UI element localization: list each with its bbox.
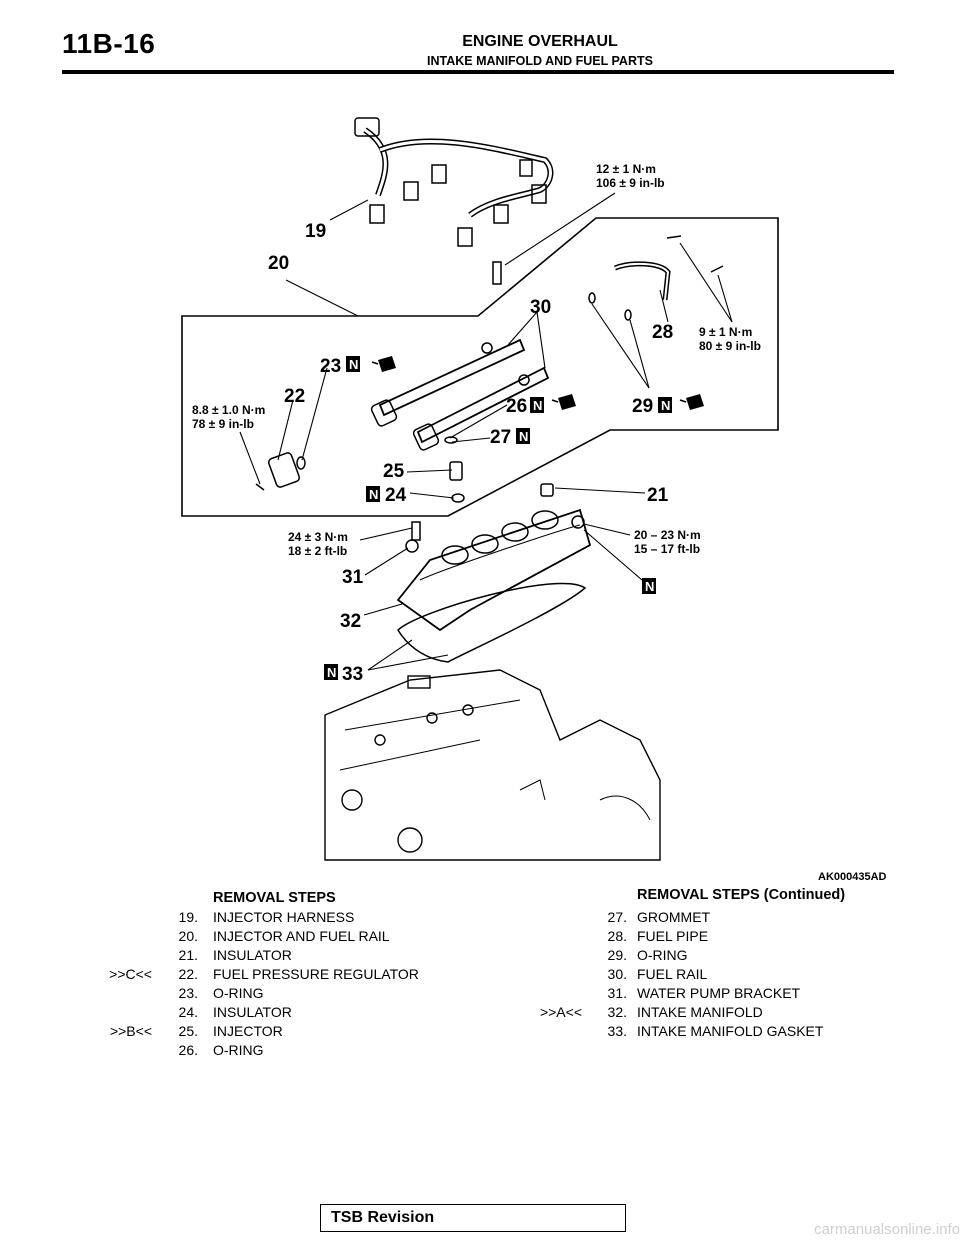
harness-bolt [492, 261, 502, 285]
n-mark-33: N [327, 665, 336, 680]
torque-78inlb: 78 ± 9 in-lb [192, 417, 254, 431]
torque-18ftlb: 18 ± 2 ft-lb [288, 544, 347, 558]
step-number: 29. [607, 947, 627, 963]
gasket-drawing [397, 582, 587, 663]
step-number: 30. [607, 966, 627, 982]
callout-20: 20 [268, 253, 289, 274]
callout-23: 23 [320, 356, 341, 377]
step-number: 33. [607, 1023, 627, 1039]
callout-32: 32 [340, 611, 361, 632]
step-name: INJECTOR AND FUEL RAIL [213, 928, 390, 944]
n-mark-26: N [533, 398, 542, 413]
step-number: 26. [178, 1042, 198, 1058]
torque-15-17ftlb: 15 – 17 ft-lb [634, 542, 700, 556]
step-number: 23. [178, 985, 198, 1001]
step-name: INTAKE MANIFOLD [637, 1004, 763, 1020]
removal-steps-continued-heading: REMOVAL STEPS (Continued) [637, 887, 846, 903]
tsb-revision-label: TSB Revision [331, 1209, 435, 1226]
step-number: 21. [178, 947, 198, 963]
callout-33: 33 [342, 664, 363, 685]
callout-26: 26 [506, 396, 527, 417]
exploded-view-diagram: N N N N N N N 19 20 30 28 23 22 26 29 27… [181, 117, 887, 883]
step-name: INSULATOR [213, 947, 292, 963]
step-number: 25. [178, 1023, 198, 1039]
section-subtitle: INTAKE MANIFOLD AND FUEL PARTS [427, 54, 653, 68]
torque-12nm: 12 ± 1 N·m [596, 162, 656, 176]
callout-31: 31 [342, 567, 364, 588]
new-part-marks: N N N N N N N [324, 356, 672, 680]
step-name: INSULATOR [213, 1004, 292, 1020]
step-number: 20. [178, 928, 198, 944]
step-name: WATER PUMP BRACKET [637, 985, 801, 1001]
assembly-boundary [181, 217, 779, 517]
watermark: carmanualsonline.info [814, 1221, 960, 1238]
step-name: O-RING [637, 947, 688, 963]
torque-8-8nm: 8.8 ± 1.0 N·m [192, 403, 265, 417]
callout-25: 25 [383, 461, 405, 482]
oil-can-icon [371, 356, 704, 410]
header-rule [62, 70, 894, 74]
step-name: INJECTOR HARNESS [213, 909, 355, 925]
step-name: O-RING [213, 1042, 264, 1058]
step-name: FUEL RAIL [637, 966, 708, 982]
n-mark-27: N [519, 429, 528, 444]
torque-9nm: 9 ± 1 N·m [699, 325, 752, 339]
callout-19: 19 [305, 221, 326, 242]
tsb-revision-box: TSB Revision [320, 1204, 626, 1232]
fuel-rail-drawing [370, 338, 550, 451]
step-number: 28. [607, 928, 627, 944]
callout-28: 28 [652, 322, 673, 343]
intake-manifold-drawing [396, 508, 592, 632]
removal-steps-heading: REMOVAL STEPS [213, 890, 336, 906]
step-reference: >>A<< [539, 1004, 582, 1020]
callout-24: 24 [385, 485, 407, 506]
n-mark-23: N [349, 357, 358, 372]
torque-80inlb: 80 ± 9 in-lb [699, 339, 761, 353]
step-reference: >>C<< [109, 966, 152, 982]
step-name: INJECTOR [213, 1023, 283, 1039]
regulator-drawing [267, 452, 301, 488]
torque-24nm: 24 ± 3 N·m [288, 530, 348, 544]
step-number: 19. [178, 909, 198, 925]
n-mark-29: N [661, 398, 670, 413]
leader-lines [239, 192, 733, 671]
torque-specs: 12 ± 1 N·m 106 ± 9 in-lb 9 ± 1 N·m 80 ± … [192, 162, 761, 558]
engine-block-drawing [324, 669, 661, 861]
step-number: 24. [178, 1004, 198, 1020]
callout-29: 29 [632, 396, 653, 417]
injector-drawing [449, 461, 463, 481]
callouts: 19 20 30 28 23 22 26 29 27 25 24 21 31 3… [268, 221, 673, 685]
step-number: 31. [607, 985, 627, 1001]
step-name: FUEL PIPE [637, 928, 709, 944]
n-mark-24: N [369, 487, 378, 502]
step-reference: >>B<< [109, 1023, 152, 1039]
step-number: 27. [607, 909, 627, 925]
injector-harness-drawing [354, 117, 554, 247]
callout-27: 27 [490, 427, 511, 448]
step-number: 22. [178, 966, 198, 982]
callout-22: 22 [284, 386, 305, 407]
step-name: O-RING [213, 985, 264, 1001]
page-number: 11B-16 [62, 28, 156, 59]
fuel-pipe-drawing [614, 261, 671, 301]
figure-id: AK000435AD [818, 871, 887, 883]
torque-20-23nm: 20 – 23 N·m [634, 528, 701, 542]
n-mark-nut: N [645, 579, 654, 594]
step-name: GROMMET [637, 909, 711, 925]
step-name: FUEL PRESSURE REGULATOR [213, 966, 419, 982]
callout-21: 21 [647, 485, 669, 506]
section-title: ENGINE OVERHAUL [462, 33, 618, 50]
torque-106inlb: 106 ± 9 in-lb [596, 176, 665, 190]
step-name: INTAKE MANIFOLD GASKET [637, 1023, 824, 1039]
step-number: 32. [607, 1004, 627, 1020]
callout-30: 30 [530, 297, 551, 318]
